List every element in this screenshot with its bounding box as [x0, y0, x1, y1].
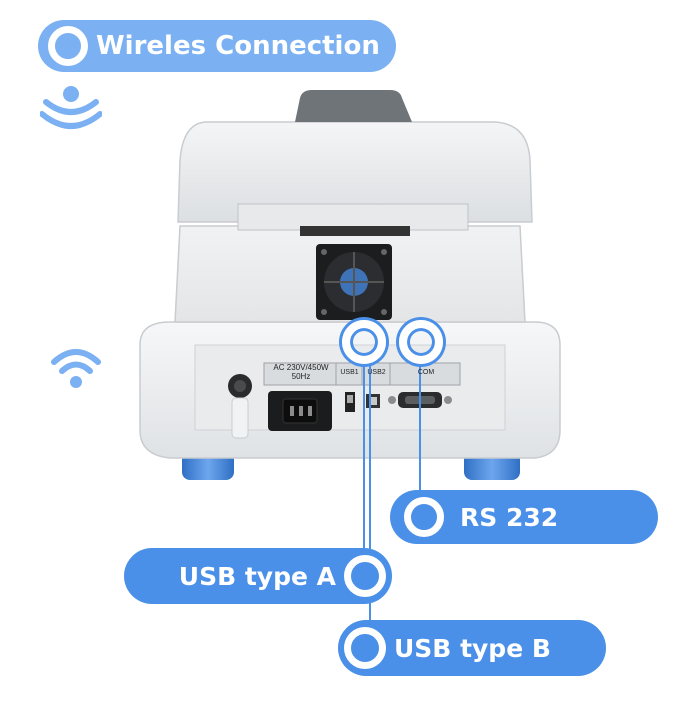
wireless-connection-pill: Wireles Connection — [38, 20, 396, 72]
wifi-signal-icon — [40, 86, 102, 129]
usb-type-b-label: USB type B — [394, 633, 551, 663]
ring-icon — [404, 497, 444, 537]
ring-icon — [48, 26, 88, 66]
usb2-label: USB2 — [367, 369, 386, 376]
rs232-pill: RS 232 — [390, 490, 658, 544]
wireless-connection-label: Wireles Connection — [96, 31, 380, 61]
device-lid — [177, 90, 533, 236]
device-feet — [182, 452, 520, 480]
usb-type-b-pill: USB type B — [338, 620, 606, 676]
com-port-marker — [399, 320, 443, 364]
usb-port-marker — [342, 320, 386, 364]
wifi-icon — [51, 349, 101, 388]
power-rating-label: AC 230V/450W 50Hz — [273, 363, 329, 381]
com-label: COM — [417, 369, 435, 376]
device-base — [139, 321, 561, 459]
usb-type-a-label: USB type A — [178, 561, 336, 591]
ring-icon — [344, 627, 386, 669]
ring-icon — [344, 555, 386, 597]
usb-type-a-pill: USB type A — [124, 548, 392, 604]
usb1-label: USB1 — [340, 369, 359, 376]
rs232-label: RS 232 — [460, 502, 559, 532]
